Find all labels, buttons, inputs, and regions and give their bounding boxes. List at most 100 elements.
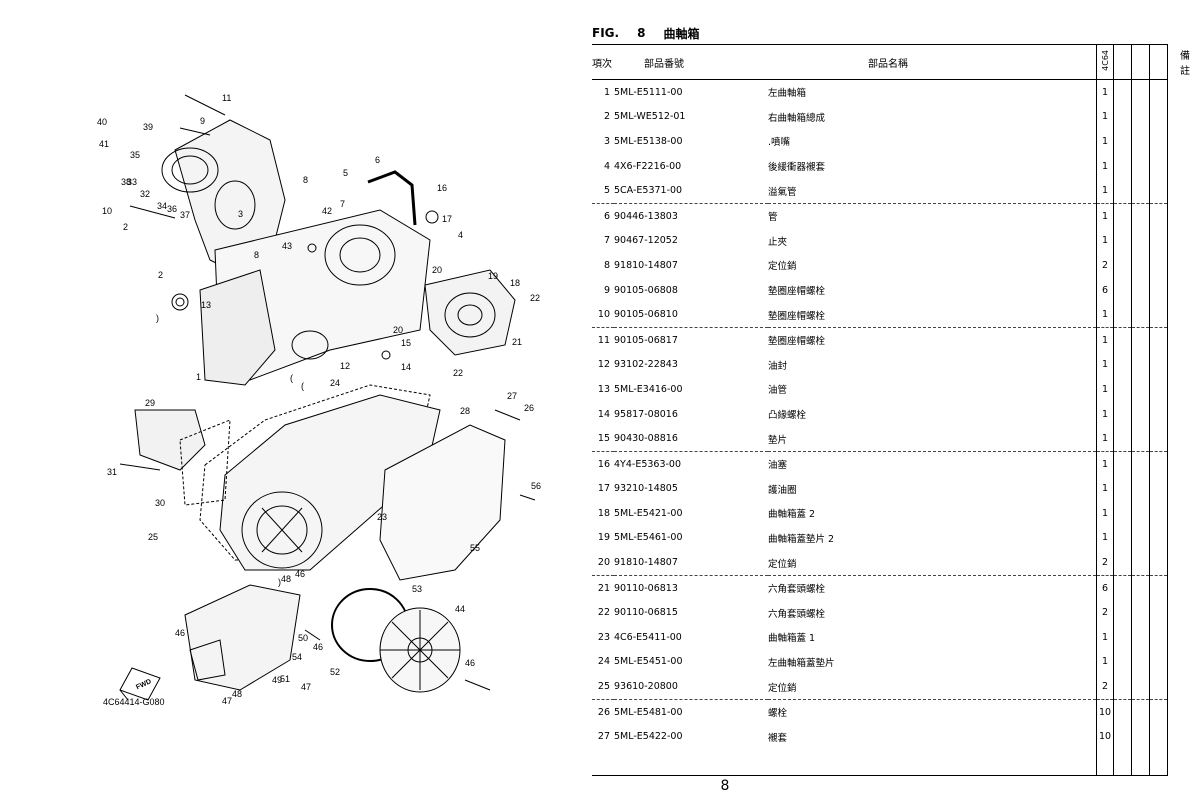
figure-title: 曲軸箱: [663, 26, 700, 41]
callout-label: 51: [280, 674, 290, 684]
blank-cell: [1113, 476, 1132, 502]
blank-cell: [1131, 326, 1150, 353]
blank-cell: [1131, 600, 1150, 626]
table-spacer-row: [592, 749, 1168, 776]
callout-label: 35: [130, 150, 140, 160]
quantity: 1: [1096, 625, 1114, 650]
callout-label: 10: [102, 206, 112, 216]
item-no: 15: [597, 433, 610, 445]
callout-label: (: [290, 373, 293, 383]
callout-label: 44: [455, 604, 465, 614]
header-part-number: 部品番號: [644, 58, 684, 70]
part-number: 90446-13803: [614, 202, 768, 229]
callout-label: 2: [123, 222, 128, 232]
callout-label: 5: [343, 168, 348, 178]
blank-cell: [1149, 649, 1168, 675]
blank-cell: [1149, 377, 1168, 402]
item-no: 13: [597, 383, 610, 395]
diagram-code: 4C64414-G080: [103, 697, 165, 707]
header-blank-col: [1131, 44, 1150, 80]
callout-label: 38: [121, 177, 131, 187]
part-name: 定位銷: [768, 261, 797, 273]
item-no: 4: [603, 160, 610, 172]
callout-label: 16: [437, 183, 447, 193]
part-number: 4C6-E5411-00: [614, 631, 682, 643]
blank-cell: [1149, 326, 1168, 353]
blank-cell: [1113, 129, 1132, 154]
quantity: 1: [1096, 426, 1114, 452]
part-number: 5ML-E5461-00: [614, 532, 683, 544]
item-no: 11: [592, 326, 614, 353]
callout-label: ): [156, 313, 159, 323]
callout-label: 11: [222, 93, 231, 103]
blank-cell: [1131, 649, 1150, 675]
table-header-row: 項次 部品番號 部品名稱 4C64 備註: [592, 44, 1190, 80]
blank-cell: [1131, 302, 1150, 328]
blank-cell: [1113, 178, 1132, 204]
blank-cell: [1113, 352, 1132, 378]
blank-cell: [1149, 129, 1168, 154]
callout-label: 12: [340, 361, 350, 371]
blank-cell: [1149, 501, 1168, 526]
blank-cell: [1113, 326, 1132, 353]
callout-label: 31: [107, 467, 117, 477]
table-row: 13 5ML-E3416-00 油管 1: [592, 377, 1168, 402]
blank-cell: [1149, 202, 1168, 229]
figure-number: 8: [637, 26, 646, 40]
blank-cell: [1113, 649, 1132, 675]
item-no: 27: [597, 731, 610, 743]
item-no: 8: [603, 259, 610, 271]
callout-label: 1: [196, 372, 201, 382]
quantity: 1: [1096, 377, 1114, 402]
quantity: 1: [1096, 476, 1114, 502]
page-number: 8: [720, 778, 730, 794]
callout-label: 37: [180, 210, 190, 220]
part-name: 止夾: [768, 236, 788, 248]
callout-label: 20: [393, 325, 403, 335]
quantity: 6: [1096, 574, 1114, 601]
part-number: 90430-08816: [614, 433, 678, 445]
blank-cell: [1149, 600, 1168, 626]
quantity: 1: [1096, 501, 1114, 526]
blank-cell: [1131, 377, 1150, 402]
callout-label: 47: [301, 682, 311, 692]
blank-cell: [1113, 450, 1132, 477]
part-number: 5ML-E3416-00: [614, 383, 683, 395]
part-name: 定位銷: [768, 682, 797, 694]
quantity: 2: [1096, 550, 1114, 576]
part-number: 93610-20800: [614, 681, 678, 693]
blank-cell: [1113, 228, 1132, 254]
part-name: 油封: [768, 360, 788, 372]
item-no: 26: [592, 698, 614, 725]
callout-label: 9: [200, 116, 205, 126]
part-number: 90105-06810: [614, 309, 678, 321]
callout-label: 6: [375, 155, 380, 165]
item-no: 9: [603, 284, 610, 296]
item-no: 17: [597, 483, 610, 495]
blank-cell: [1131, 153, 1150, 179]
part-name: 墊圈座帽螺栓: [768, 310, 826, 322]
part-number: 5CA-E5371-00: [614, 185, 683, 197]
callout-label: 46: [175, 628, 185, 638]
blank-cell: [1131, 202, 1150, 229]
callout-label: 52: [330, 667, 340, 677]
blank-cell: [1149, 153, 1168, 179]
blank-cell: [1131, 352, 1150, 378]
callout-label: 43: [282, 241, 292, 251]
part-name: 油管: [768, 385, 788, 397]
callout-label: 4: [458, 230, 463, 240]
callout-label: 46: [295, 569, 305, 579]
